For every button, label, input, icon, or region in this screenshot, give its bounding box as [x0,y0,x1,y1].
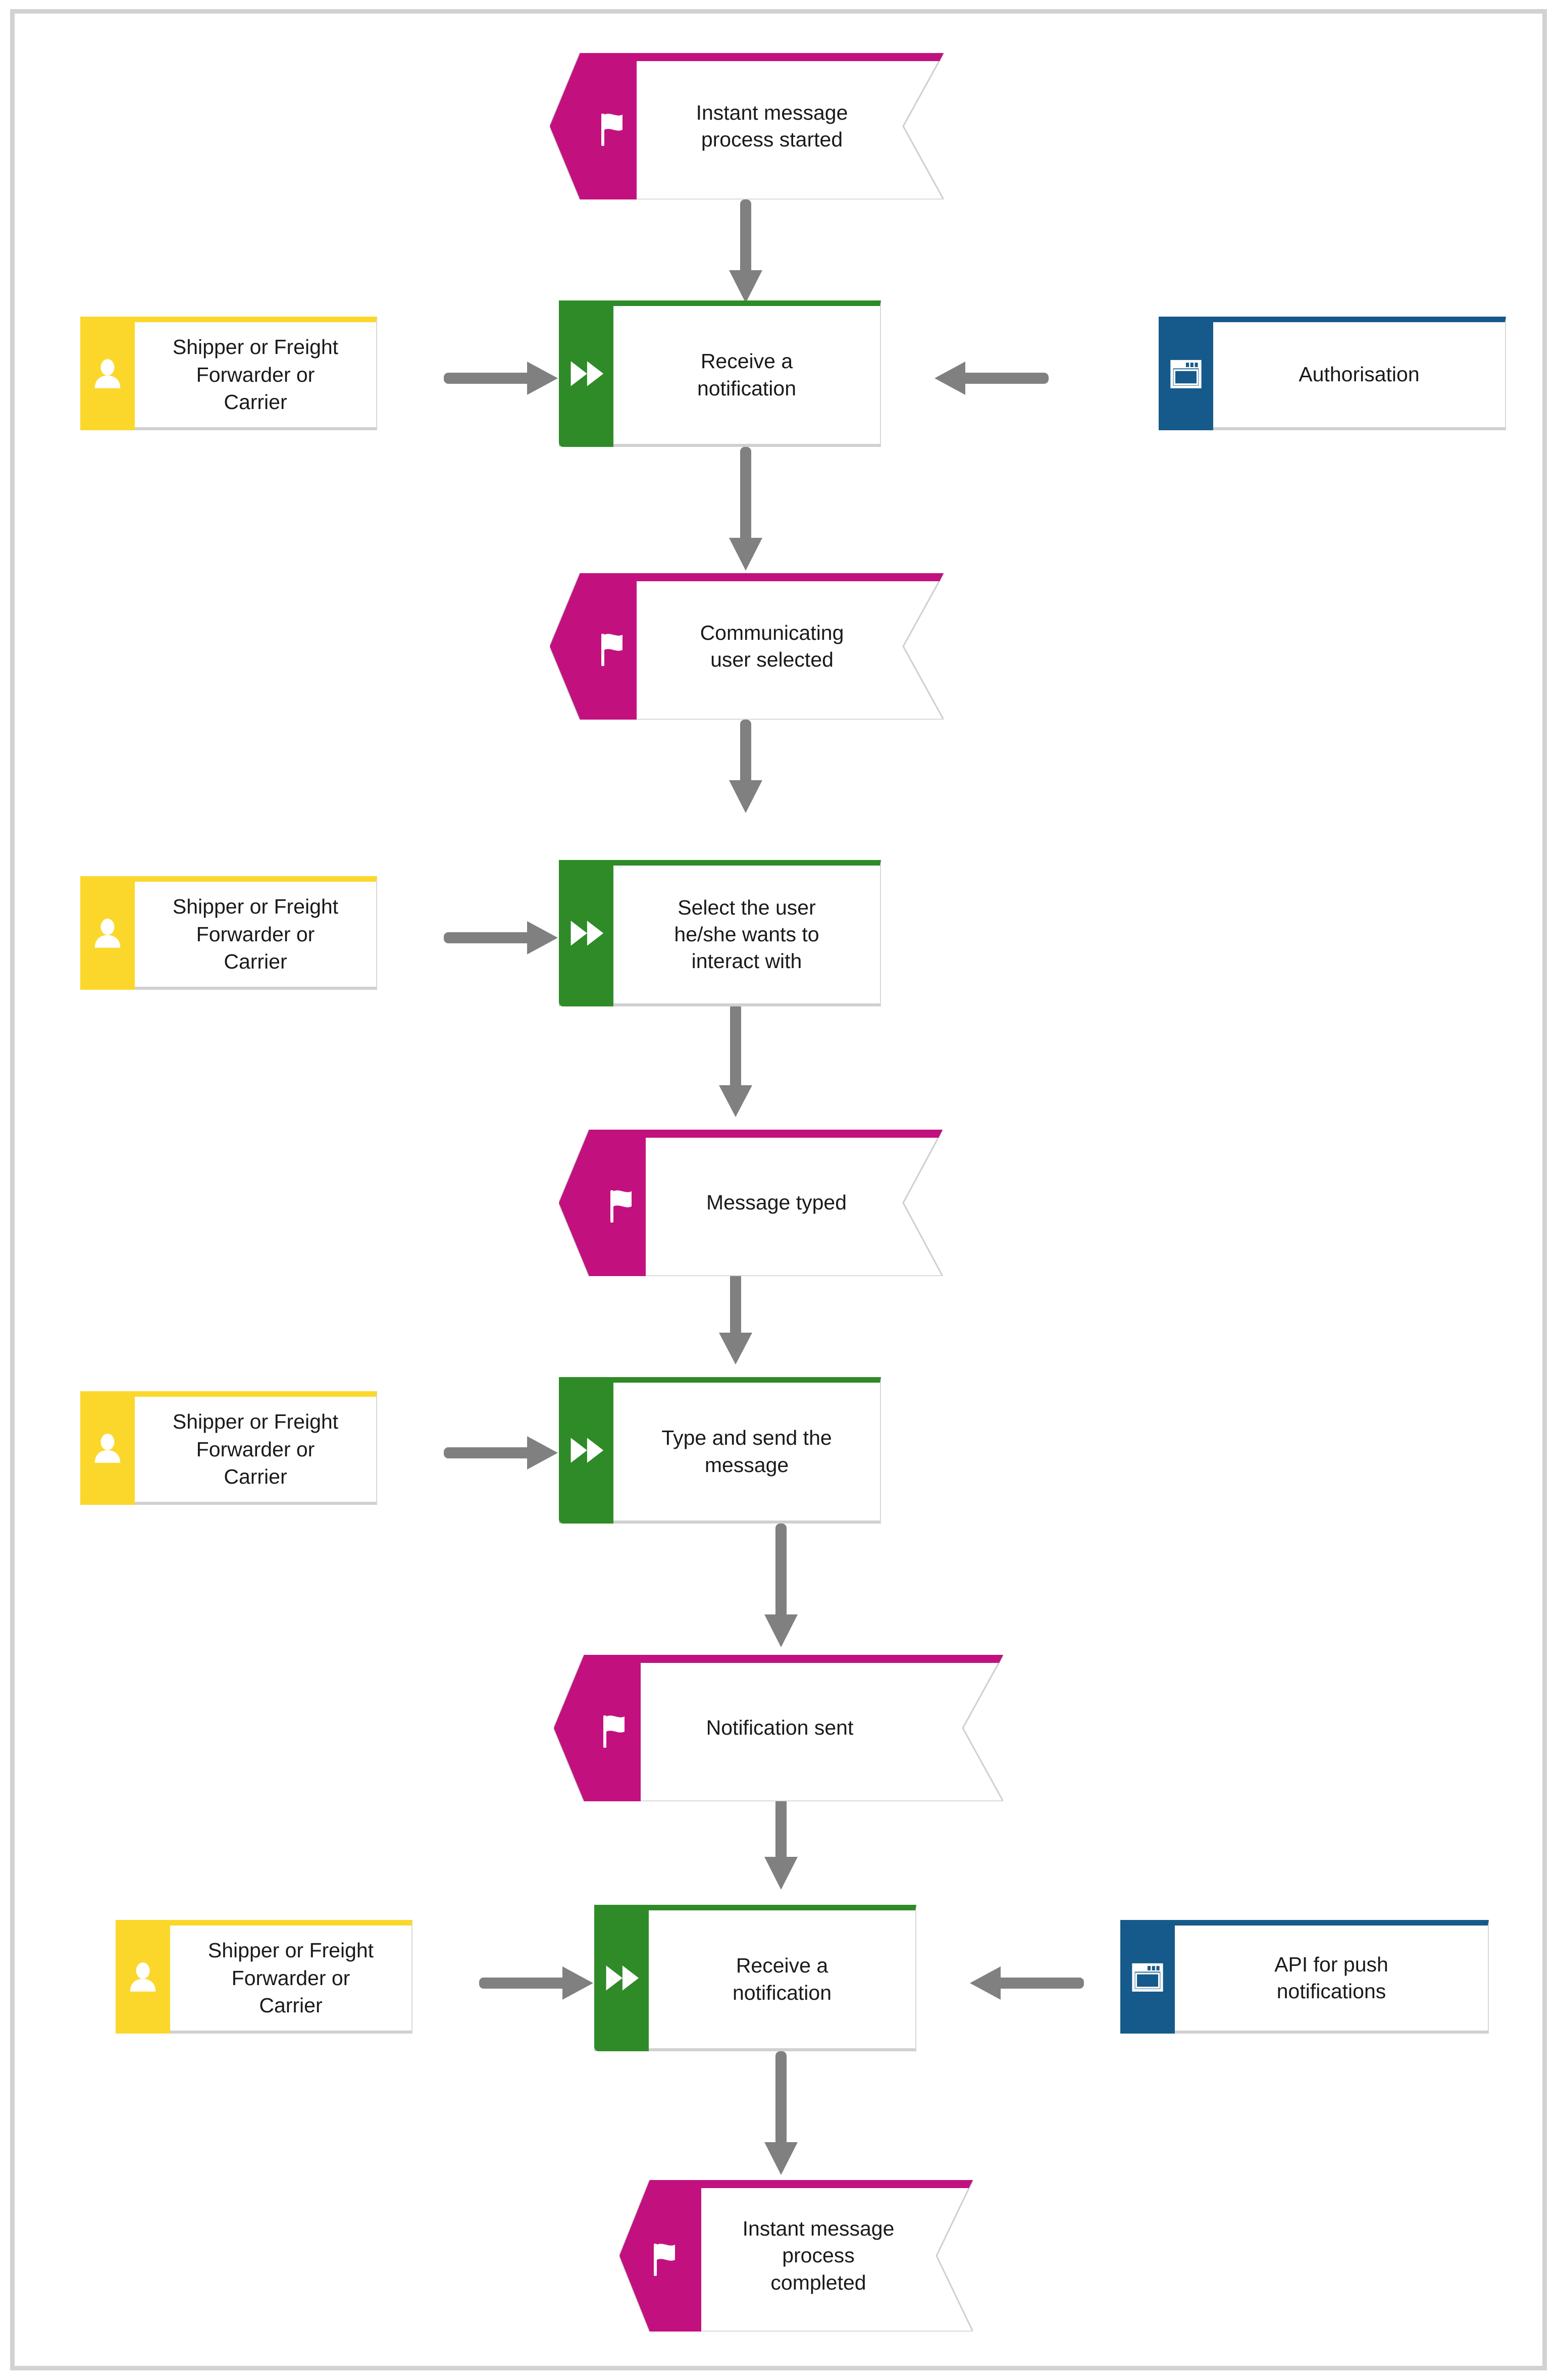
event-instant-message-process-completed[interactable]: Instant message process completed [619,2180,973,2332]
role-icon-band [116,1920,170,2034]
double-chevron-icon [606,1965,639,1991]
double-chevron-icon [570,1438,604,1463]
flag-icon [600,1186,641,1227]
event-shape [619,2180,973,2332]
connector-arrow-left [932,358,1049,398]
application-window-icon [1170,360,1202,388]
activity-icon-band [594,1905,649,2051]
role-shipper-freight-forwarder-carrier[interactable]: Shipper or Freight Forwarder or Carrier [80,876,377,990]
double-chevron-icon [570,921,604,946]
user-icon [94,1433,121,1463]
role-label: Shipper or Freight Forwarder or Carrier [172,894,339,974]
activity-label: Receive a notification [697,349,796,400]
role-shipper-freight-forwarder-carrier[interactable]: Shipper or Freight Forwarder or Carrier [116,1920,412,2034]
connector-arrow-left [968,1963,1084,2003]
event-label: Communicating user selected [700,621,844,671]
application-window-icon [1132,1963,1163,1992]
flag-icon [591,110,632,150]
connector-arrow-down [725,447,766,573]
event-label: Notification sent [706,1716,854,1740]
activity-icon-band [559,860,613,1006]
user-icon [94,918,121,948]
event-shape [559,1130,943,1276]
system-api-for-push-notifications[interactable]: API for push notifications [1120,1920,1489,2034]
event-label: Instant message process started [696,100,848,151]
connector-arrow-down [761,1796,801,1892]
activity-receive-a-notification[interactable]: Receive a notification [594,1905,916,2051]
connector-arrow-right [444,1433,560,1473]
connector-arrow-down [725,199,766,306]
user-icon [130,1962,156,1992]
flag-icon [593,1711,634,1752]
event-label: Message typed [706,1191,847,1214]
role-label: Shipper or Freight Forwarder or Carrier [172,1409,339,1489]
connector-arrow-down [761,2051,801,2178]
diagram-frame: Instant message process started Receive … [10,9,1547,2370]
system-icon-band [1159,317,1213,430]
connector-arrow-down [715,1003,756,1120]
event-notification-sent[interactable]: Notification sent [554,1655,1003,1801]
double-chevron-icon [570,361,604,386]
activity-icon-band [559,1377,613,1524]
connector-arrow-down [715,1266,756,1367]
activity-label: Select the user he/she wants to interact… [674,895,819,973]
flag-icon [591,630,632,670]
user-icon [94,359,121,388]
event-communicating-user-selected[interactable]: Communicating user selected [550,573,944,720]
role-icon-band [80,317,135,430]
role-label: Shipper or Freight Forwarder or Carrier [207,1938,374,2017]
activity-type-and-send-the-message[interactable]: Type and send the message [559,1377,881,1524]
role-icon-band [80,876,135,990]
system-label: API for push notifications [1274,1952,1388,2003]
system-authorisation[interactable]: Authorisation [1159,317,1506,430]
flag-icon [644,2240,684,2280]
system-icon-band [1120,1920,1175,2034]
connector-arrow-right [444,918,560,958]
activity-icon-band [559,300,613,447]
activity-select-the-user[interactable]: Select the user he/she wants to interact… [559,860,881,1006]
connector-arrow-right [444,358,560,398]
activity-label: Receive a notification [732,1954,832,2004]
connector-arrow-down [725,720,766,816]
role-label: Shipper or Freight Forwarder or Carrier [172,335,339,414]
connector-arrow-right [479,1963,595,2003]
event-shape [550,53,944,199]
event-label: Instant message process completed [742,2217,895,2294]
role-icon-band [80,1391,135,1505]
event-message-typed[interactable]: Message typed [559,1130,943,1276]
event-instant-message-process-started[interactable]: Instant message process started [550,53,944,199]
event-shape [554,1655,1003,1801]
activity-receive-a-notification[interactable]: Receive a notification [559,300,881,447]
connector-arrow-down [761,1524,801,1650]
system-label: Authorisation [1299,363,1420,386]
event-shape [550,573,944,720]
role-shipper-freight-forwarder-carrier[interactable]: Shipper or Freight Forwarder or Carrier [80,317,377,430]
activity-label: Type and send the message [661,1426,832,1477]
role-shipper-freight-forwarder-carrier[interactable]: Shipper or Freight Forwarder or Carrier [80,1391,377,1505]
